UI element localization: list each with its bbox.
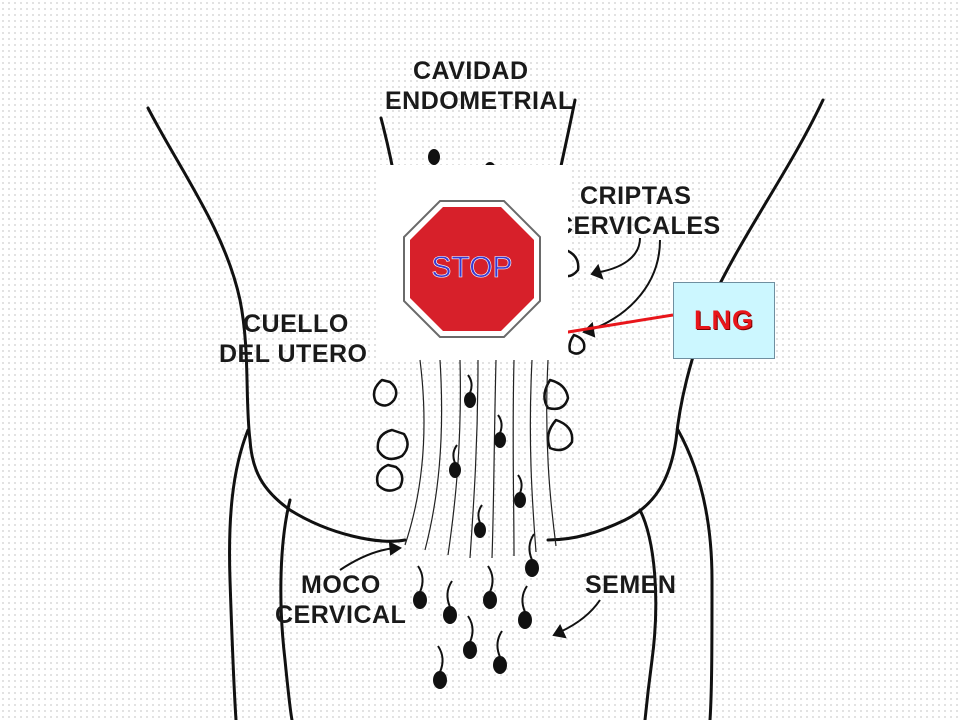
arrowhead: [552, 623, 567, 639]
crypt-left-3: [375, 463, 404, 492]
mucus-strand: [546, 359, 557, 547]
sperm-head: [443, 606, 457, 624]
mucus-strand: [424, 359, 443, 551]
mucus-strand: [529, 359, 537, 553]
label-line: ENDOMETRIAL: [385, 87, 574, 115]
cervix-left-lip: [248, 438, 407, 543]
sperm-head: [494, 432, 506, 448]
arrowhead: [388, 541, 402, 556]
label-endometrial-cavity: CAVIDAD ENDOMETRIAL: [385, 56, 574, 116]
stop-sign-panel: STOP: [378, 165, 568, 358]
label-line: MOCO: [301, 571, 381, 599]
mucus-strand: [404, 359, 425, 546]
stop-sign-icon: STOP: [403, 200, 541, 338]
mucus-strand: [512, 359, 515, 557]
sperm-head: [514, 492, 526, 508]
arrow-crypt-2: [589, 239, 661, 331]
uterus-left-outer-wall: [146, 106, 252, 442]
crypt-right-1: [543, 378, 570, 411]
label-cervical-mucus: MOCO CERVICAL: [275, 570, 406, 630]
label-uterine-neck: CUELLO DEL UTERO: [219, 309, 368, 369]
label-line: CRIPTAS: [580, 182, 692, 210]
arrow-mucus: [339, 547, 396, 571]
sperm-head: [433, 671, 447, 689]
label-line: CERVICAL: [275, 601, 407, 629]
label-line: DEL UTERO: [219, 340, 368, 368]
mucus-strand: [469, 359, 479, 559]
sperm-head: [525, 559, 539, 577]
vagina-right-inner: [638, 508, 658, 720]
sperm-head: [493, 656, 507, 674]
sperm-head: [428, 149, 440, 165]
mucus-strand: [491, 359, 497, 559]
vagina-left-outer: [228, 428, 250, 720]
arrowhead: [590, 263, 604, 280]
stop-sign-text: STOP: [431, 251, 512, 284]
sperm-head: [474, 522, 486, 538]
sperm-head: [518, 611, 532, 629]
crypt-right-2: [546, 418, 574, 452]
sperm-head: [413, 591, 427, 609]
lng-callout-text: LNG: [694, 305, 754, 335]
vagina-left-inner: [279, 498, 294, 720]
label-line: CAVIDAD: [413, 57, 529, 85]
label-line: CERVICALES: [555, 212, 721, 240]
crypt-right-4: [568, 333, 586, 355]
sperm-head: [449, 462, 461, 478]
arrow-semen: [559, 599, 601, 633]
lng-callout-box: LNG: [673, 282, 775, 359]
cervix-right-lip: [546, 438, 678, 542]
arrow-crypt-1: [599, 237, 641, 273]
label-semen: SEMEN: [585, 570, 676, 600]
sperm-head: [464, 392, 476, 408]
vagina-right-outer: [676, 428, 714, 720]
crypt-left-2: [376, 428, 409, 461]
sperm-head: [463, 641, 477, 659]
crypt-left-1: [372, 378, 398, 407]
label-cervical-crypts: CRIPTAS CERVICALES: [555, 181, 721, 241]
uterus-right-outer-wall: [674, 98, 825, 442]
sperm-head: [483, 591, 497, 609]
label-line: CUELLO: [243, 310, 349, 338]
label-line: SEMEN: [585, 571, 677, 599]
lng-pointer-line: [561, 313, 674, 335]
